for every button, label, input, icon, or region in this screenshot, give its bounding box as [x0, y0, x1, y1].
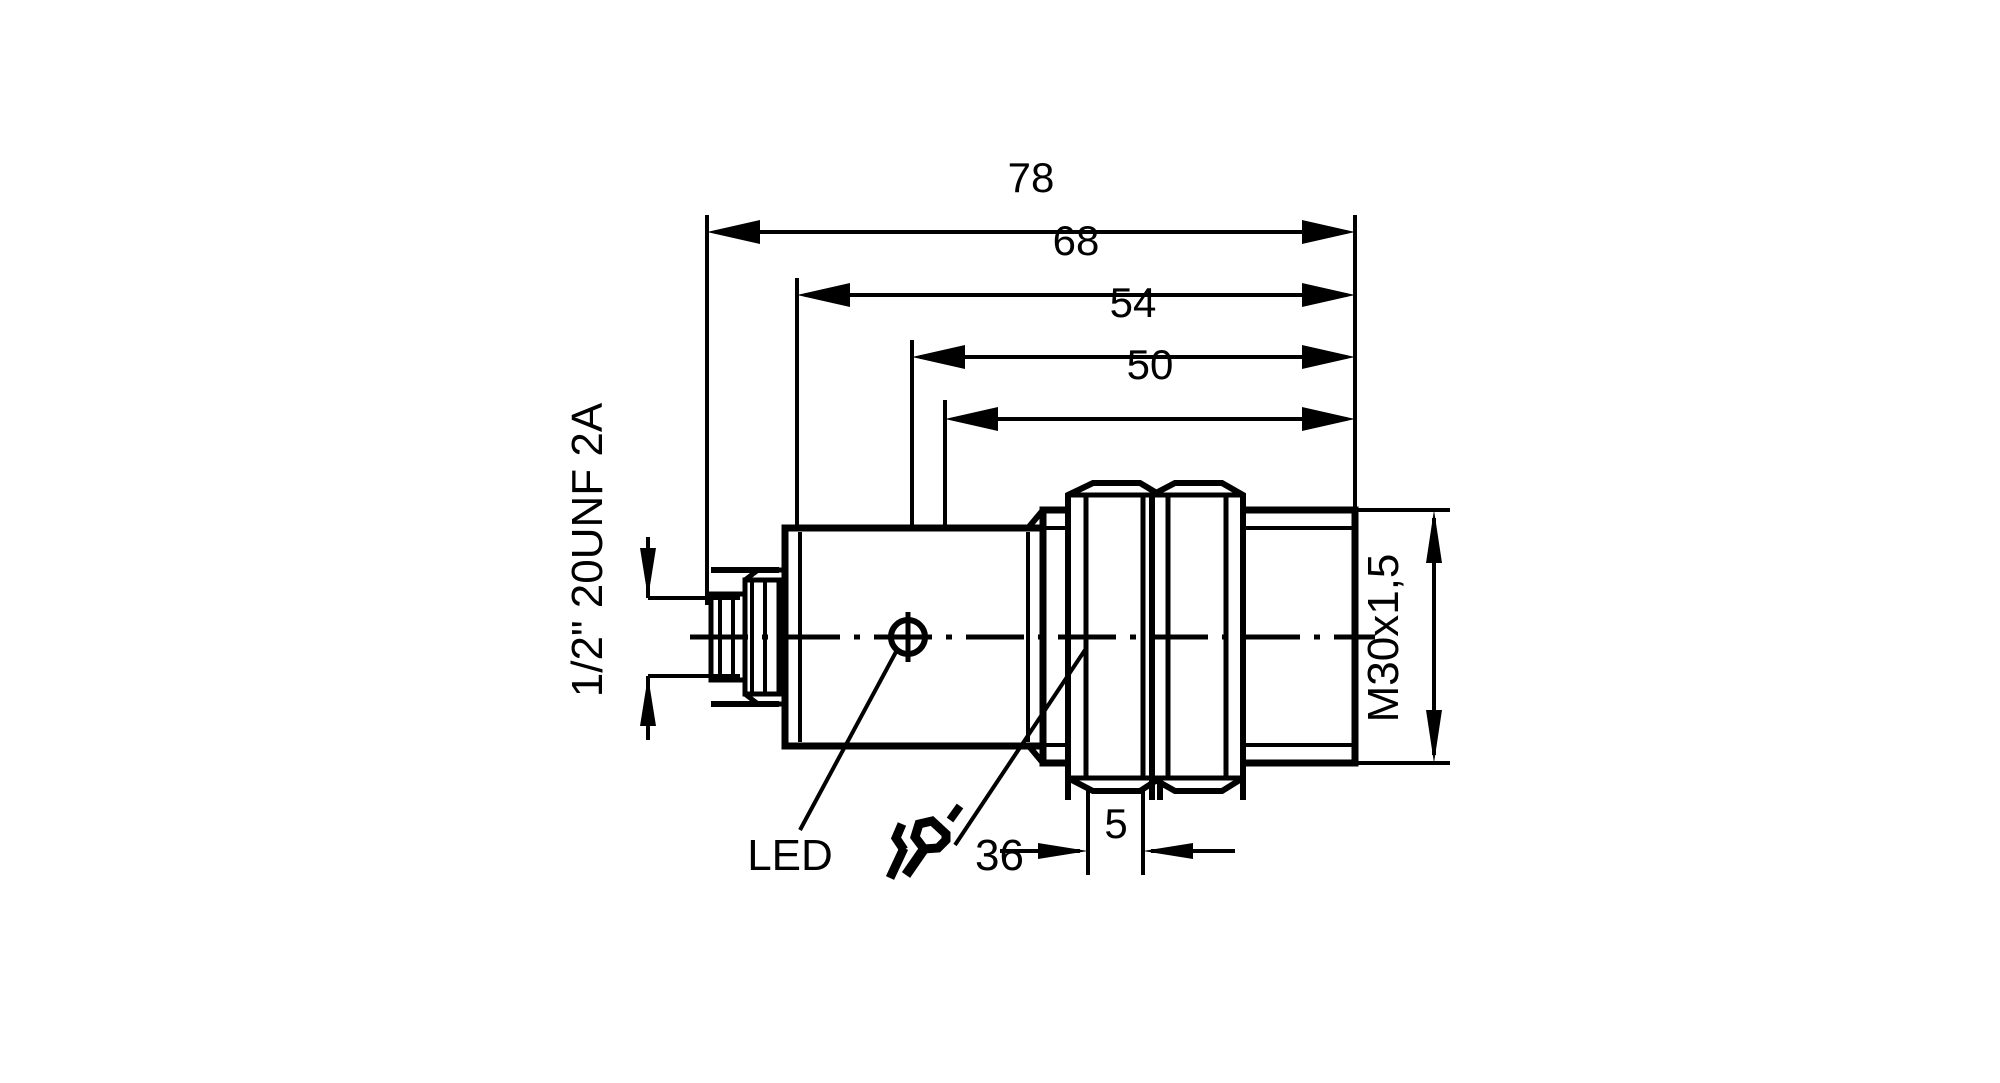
wrench-icon-jaw [910, 816, 951, 854]
arrowhead-54-left [912, 345, 965, 369]
dimension-78 [707, 220, 1355, 244]
dim-label-78: 78 [1008, 154, 1055, 201]
arrowhead-50-left [945, 407, 998, 431]
arrowhead-5-left [1038, 843, 1088, 859]
arrowhead-5-right [1143, 843, 1193, 859]
dim-label-54: 54 [1110, 279, 1157, 326]
connector-thread-label: 1/2" 20UNF 2A [563, 402, 612, 697]
led-label: LED [747, 831, 833, 880]
wrench-icon-jaw2 [890, 822, 908, 853]
arrowhead-unf-upper [640, 548, 656, 598]
dimension-54 [912, 345, 1355, 369]
dim-label-5: 5 [1104, 800, 1127, 847]
dimension-connector-thread [640, 537, 740, 740]
thread-chamfer-bottom [1025, 743, 1046, 765]
arrowhead-unf-lower [640, 676, 656, 726]
wrench-icon-slash2 [946, 803, 964, 823]
dimension-68 [797, 283, 1355, 307]
led-leader-line [798, 649, 899, 831]
arrowhead-78-left [707, 220, 760, 244]
dimension-m30 [1426, 510, 1442, 763]
arrowhead-68-right [1302, 283, 1355, 307]
dimension-5 [1000, 790, 1235, 875]
m30-thread-label: M30x1,5 [1359, 554, 1408, 723]
dim-label-50: 50 [1127, 341, 1174, 388]
dimension-50 [945, 407, 1355, 431]
wrench-leader-line [953, 648, 1087, 847]
dim-label-68: 68 [1053, 217, 1100, 264]
wrench-size-label: 36 [975, 831, 1024, 880]
arrowhead-m30-bottom [1426, 710, 1442, 763]
wrench-icon-handle [901, 846, 929, 878]
arrowhead-m30-top [1426, 510, 1442, 563]
arrowhead-50-right [1302, 407, 1355, 431]
arrowhead-78-right [1302, 220, 1355, 244]
wrench-icon-slash1 [885, 846, 909, 880]
wrench-icon [885, 803, 964, 880]
thread-chamfer-top [1025, 508, 1046, 530]
arrowhead-54-right [1302, 345, 1355, 369]
arrowhead-68-left [797, 283, 850, 307]
